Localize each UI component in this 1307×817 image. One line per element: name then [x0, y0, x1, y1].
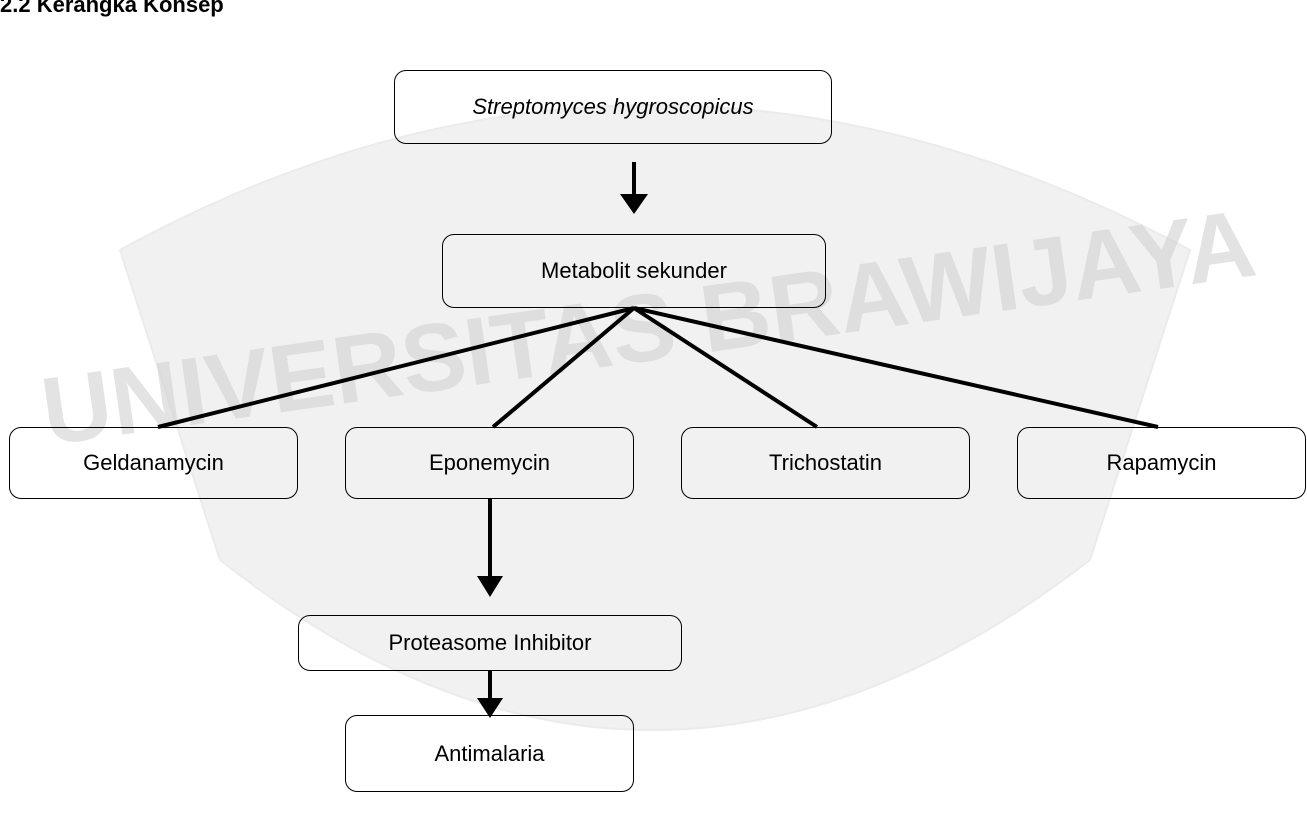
arrow-proteasome-to-antimalaria [477, 671, 503, 718]
node-label: Streptomyces hygroscopicus [472, 94, 754, 119]
node-label: Geldanamycin [83, 450, 224, 475]
node-proteasome-inhibitor: Proteasome Inhibitor [298, 615, 682, 671]
node-geldanamycin: Geldanamycin [9, 427, 298, 499]
node-label: Rapamycin [1106, 450, 1217, 475]
node-rapamycin: Rapamycin [1017, 427, 1306, 499]
node-metabolit-sekunder: Metabolit sekunder [442, 234, 826, 308]
node-trichostatin: Trichostatin [681, 427, 970, 499]
node-label: Antimalaria [434, 740, 545, 766]
section-heading: 2.2 Kerangka Konsep [0, 0, 224, 17]
arrow-eponemycin-to-proteasome [477, 499, 503, 597]
arrow-root-to-metabolite [620, 162, 648, 214]
line-metabolite-to-eponemycin [491, 306, 636, 429]
node-eponemycin: Eponemycin [345, 427, 634, 499]
node-label: Metabolit sekunder [541, 258, 727, 283]
line-metabolite-to-trichostatin [632, 306, 819, 429]
node-label: Trichostatin [769, 450, 882, 475]
node-antimalaria: Antimalaria [345, 715, 634, 792]
line-metabolite-to-rapamycin [633, 306, 1159, 429]
node-streptomyces-hygroscopicus: Streptomyces hygroscopicus [394, 70, 832, 144]
node-label: Eponemycin [428, 450, 551, 475]
line-metabolite-to-geldanamycin [157, 306, 635, 429]
node-label: Proteasome Inhibitor [388, 630, 592, 655]
